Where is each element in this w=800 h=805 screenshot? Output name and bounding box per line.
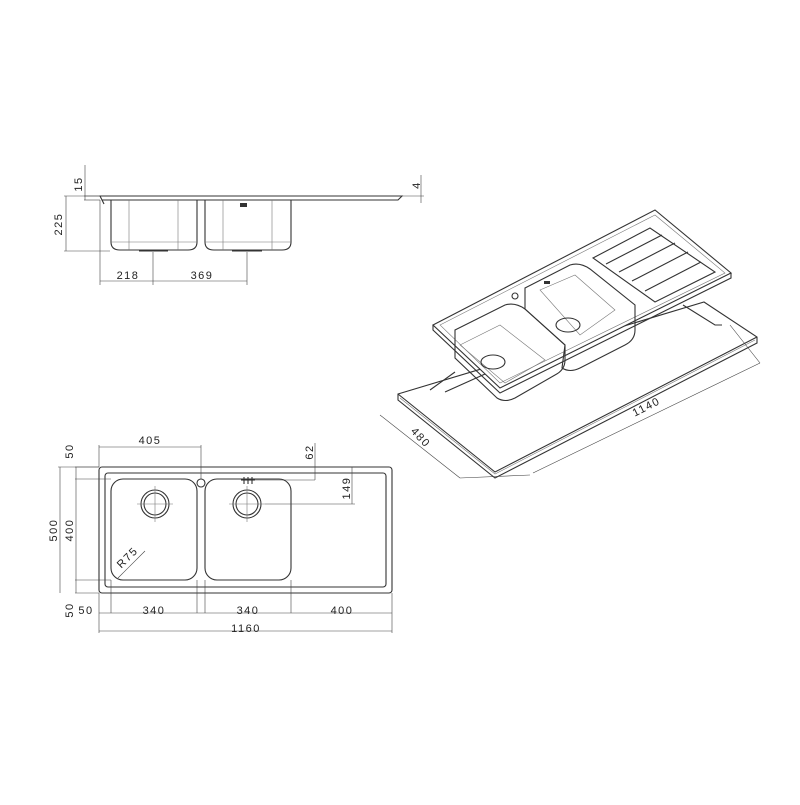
dim-bowl2-width: 340 [237,605,260,617]
dim-overflow-offset: 62 [304,444,316,459]
iso-countertop [397,301,758,479]
plan-inner-rim [104,472,387,588]
side-bowl-1 [110,200,198,251]
iso-view: 480 1140 [379,209,761,479]
dim-top-margin: 50 [64,443,76,458]
dim-bowl1-width: 340 [143,605,166,617]
dim-drain-offset-y: 149 [341,477,353,500]
dim-drain1-offset: 218 [117,270,140,282]
dim-drain-spacing: 369 [191,270,214,282]
dim-side-bowl-depth: 225 [53,213,65,236]
dim-cutout-depth: 480 [408,426,432,451]
dim-left-margin: 50 [78,605,93,617]
iso-overflow-icon [544,281,550,284]
dim-overall-width: 1160 [231,623,261,635]
dim-rim-height: 4 [411,181,423,189]
side-flange [99,195,404,201]
dim-drainer-width: 400 [331,605,354,617]
dim-corner-radius: R75 [115,545,141,571]
tap-hole-icon [196,478,206,488]
side-bowl-2 [204,200,292,251]
iso-drain-2 [555,317,581,333]
iso-bowl-2 [524,263,636,372]
overflow-icon [240,203,247,207]
plan-bowl-1 [110,478,198,581]
plan-view: 405 50 62 149 500 400 50 50 340 340 400 … [48,435,393,635]
dim-tap-hole-offset: 405 [139,435,162,447]
iso-tap-hole [511,292,519,300]
side-view: 15 225 4 218 369 [53,165,424,285]
iso-drainer [591,227,717,303]
iso-drain-1 [480,354,506,370]
dim-plan-bowl-depth: 400 [64,519,76,542]
dim-flange-thickness: 15 [73,176,85,191]
plan-bowl-2 [204,478,292,581]
dim-bottom-margin: 50 [64,602,76,617]
plan-outline [98,466,393,594]
dim-overall-depth: 500 [48,519,60,542]
